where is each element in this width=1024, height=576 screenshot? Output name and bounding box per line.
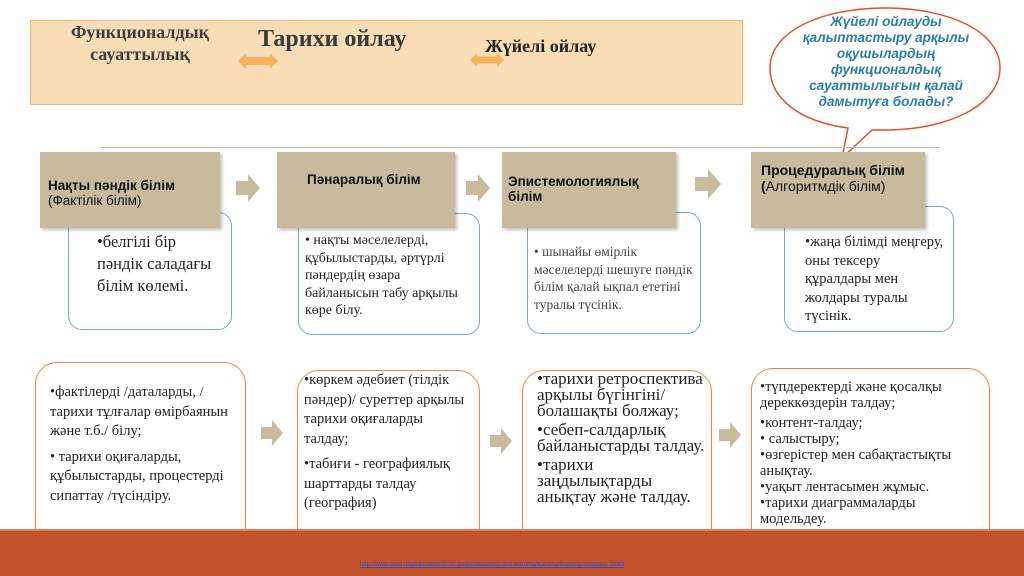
header-bold: Нақты пәндік білім xyxy=(48,178,175,193)
card-bullet: •түпдеректерді және қосалқы дереккөздері… xyxy=(760,379,942,411)
double-arrow-icon xyxy=(238,53,278,69)
arrow-right-icon xyxy=(719,422,741,448)
card-bullet: •өзгерістер мен сабақтастықты анықтау. xyxy=(760,447,952,479)
header-sub: (Фактілік білім) xyxy=(48,193,142,208)
card-bullet: •уақыт лентасымен жұмыс. xyxy=(760,479,930,495)
arrow-right-icon xyxy=(695,169,721,199)
card-bullet: •табиғи - географиялық шарттарды талдау … xyxy=(304,456,450,511)
header-factual-knowledge: Нақты пәндік білім (Фактілік білім) xyxy=(40,152,220,228)
double-arrow-icon xyxy=(470,53,504,67)
header-bold: Пәнаралық білім xyxy=(307,172,421,187)
card-interdisciplinary-knowledge: • нақты мәселелерді, құбылыстарды, әртүр… xyxy=(298,213,480,335)
header-bold: Эпистемологиялық білім xyxy=(508,174,639,204)
divider-line xyxy=(100,147,940,148)
card-literary-geographic-analysis: •көркем әдебиет (тілдік пәндер)/ суретте… xyxy=(297,370,480,558)
card-factual-knowledge: •белгілі бір пәндік саладағы білім көлем… xyxy=(68,212,232,330)
banner-functional-literacy: Функционалдық сауаттылық xyxy=(70,22,210,64)
card-text: • шынайы өмірлік мәселелерді шешуге пәнд… xyxy=(534,244,693,312)
footer-bar xyxy=(0,531,1024,576)
header-sub: Алгоритмдік білім) xyxy=(765,178,886,194)
arrow-right-icon xyxy=(261,420,283,446)
card-bullet: • салыстыру; xyxy=(760,431,840,447)
card-bullet: •контент-талдау; xyxy=(760,415,863,431)
card-source-analysis: •түпдеректерді және қосалқы дереккөздері… xyxy=(751,368,990,552)
card-text: •жаңа білімді меңгеру, оны тексеру құрал… xyxy=(805,234,944,324)
card-epistemological-knowledge: • шынайы өмірлік мәселелерді шешуге пәнд… xyxy=(527,212,701,334)
card-bullet: •тарихи ретроспектива арқылы бүгінгіні/ … xyxy=(537,369,703,420)
footer-line xyxy=(0,529,1024,531)
question-text: Жүйелі ойлауды қалыптастыру арқылы оқушы… xyxy=(802,14,970,109)
card-text: •белгілі бір пәндік саладағы білім көлем… xyxy=(97,232,212,295)
topic-banner xyxy=(30,20,743,105)
speech-bubble xyxy=(769,7,1001,160)
header-interdisciplinary-knowledge: Пәнаралық білім xyxy=(277,152,455,228)
card-historical-facts: •фактілерді /даталарды, / тарихи тұлғала… xyxy=(35,362,246,549)
arrow-right-icon xyxy=(466,174,490,202)
arrow-right-icon xyxy=(236,174,260,202)
card-bullet: • тарихи оқиғаларды, құбылыстарды, проце… xyxy=(50,448,224,504)
arrow-right-icon xyxy=(490,428,512,454)
card-bullet: •көркем әдебиет (тілдік пәндер)/ суретте… xyxy=(304,372,465,447)
card-bullet: •себеп-салдарлық байланыстарды талдау. xyxy=(537,420,705,455)
banner-systems-thinking: Жүйелі ойлау xyxy=(485,36,597,56)
card-bullet: •тарихи диаграммаларды модельдеу. xyxy=(760,495,916,527)
card-bullet: •тарихи заңдылықтарды анықтау және талда… xyxy=(537,455,691,506)
banner-historical-thinking: Тарихи ойлау xyxy=(258,26,407,52)
source-link[interactable]: http://www.oecd.org/education/2030-proje… xyxy=(360,562,625,568)
card-bullet: •фактілерді /даталарды, / тарихи тұлғала… xyxy=(50,384,228,439)
card-retrospective-analysis: •тарихи ретроспектива арқылы бүгінгіні/ … xyxy=(522,370,712,548)
card-text: • нақты мәселелерді, құбылыстарды, әртүр… xyxy=(305,233,458,318)
header-epistemological-knowledge: Эпистемологиялық білім xyxy=(502,152,676,228)
header-bold: Процедуралық білім ( xyxy=(761,162,905,194)
header-procedural-knowledge: Процедуралық білім (Алгоритмдік білім) xyxy=(751,152,925,228)
